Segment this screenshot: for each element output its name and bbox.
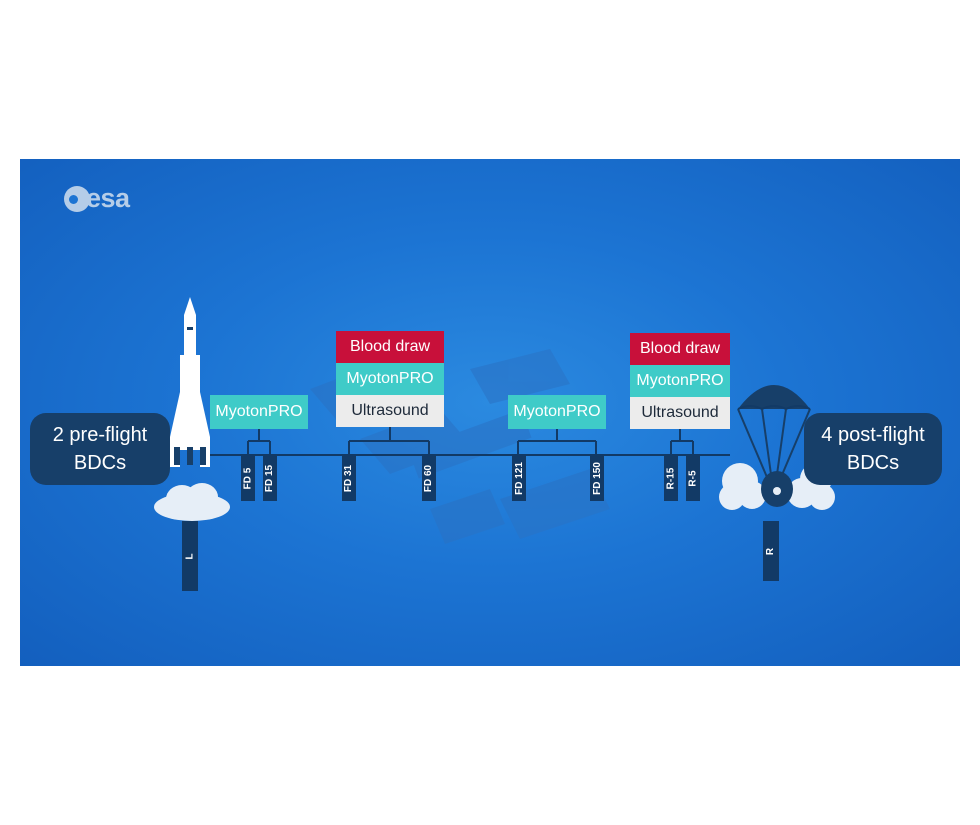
group4-myotonpro-box: MyotonPRO bbox=[630, 365, 730, 397]
group2-myotonpro-box: MyotonPRO bbox=[336, 363, 444, 395]
launch-marker-label: L bbox=[184, 552, 196, 560]
launch-smoke-icon bbox=[154, 483, 230, 521]
group2-ultrasound-box: Ultrasound bbox=[336, 395, 444, 427]
esa-logo: esa bbox=[64, 183, 130, 214]
post-flight-line1: 4 post-flight bbox=[821, 424, 925, 446]
esa-logo-text: esa bbox=[86, 183, 130, 213]
esa-logo-icon bbox=[64, 185, 90, 212]
group3-bracket bbox=[517, 429, 597, 455]
post-flight-summary: 4 post-flight BDCs bbox=[804, 413, 942, 485]
rocket-icon bbox=[170, 297, 210, 467]
tick-fd60: FD 60 bbox=[422, 455, 436, 501]
tick-r15: R-15 bbox=[664, 455, 678, 501]
group1-bracket bbox=[247, 429, 271, 455]
timeline-axis bbox=[210, 454, 730, 456]
tick-fd121: FD 121 bbox=[512, 455, 526, 501]
tick-fd150: FD 150 bbox=[590, 455, 604, 501]
pre-flight-line2: BDCs bbox=[73, 452, 127, 474]
pre-flight-summary: 2 pre-flight BDCs bbox=[30, 413, 170, 485]
group2-bracket bbox=[348, 427, 430, 455]
tick-r5: R-5 bbox=[686, 455, 700, 501]
tick-fd5: FD 5 bbox=[241, 455, 255, 501]
group1-myotonpro-box: MyotonPRO bbox=[210, 395, 308, 429]
return-marker-label: R bbox=[765, 547, 777, 555]
tick-fd15: FD 15 bbox=[263, 455, 277, 501]
post-flight-line2: BDCs bbox=[846, 452, 900, 474]
group2-blood-draw-box: Blood draw bbox=[336, 331, 444, 363]
tick-fd31: FD 31 bbox=[342, 455, 356, 501]
group4-blood-draw-box: Blood draw bbox=[630, 333, 730, 365]
pre-flight-line1: 2 pre-flight bbox=[52, 424, 148, 446]
group3-myotonpro-box: MyotonPRO bbox=[508, 395, 606, 429]
timeline-diagram: esa bbox=[20, 159, 960, 666]
group4-ultrasound-box: Ultrasound bbox=[630, 397, 730, 429]
group4-bracket bbox=[670, 429, 694, 455]
launch-marker: L bbox=[182, 521, 198, 591]
return-marker: R bbox=[763, 521, 779, 581]
